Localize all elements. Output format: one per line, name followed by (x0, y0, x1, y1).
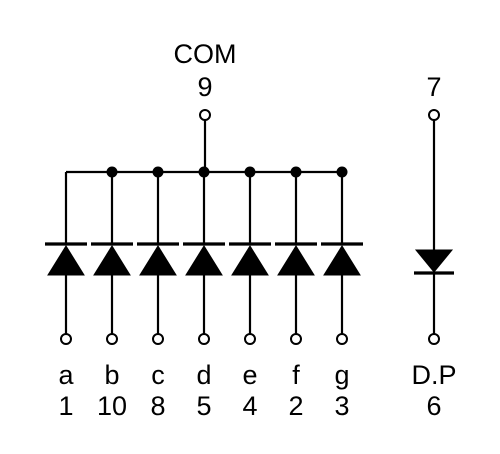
segment-label: a (58, 360, 74, 390)
bus-junction-dot (244, 166, 256, 178)
segment-pin-number: 10 (97, 391, 127, 421)
segment-pin-number: 1 (58, 391, 73, 421)
dp-top-pin-number: 7 (426, 72, 441, 102)
segment-pin-terminal[interactable] (198, 333, 210, 345)
segment-label: b (104, 360, 119, 390)
bus-junction-dot (198, 166, 210, 178)
segment-label: f (292, 360, 300, 390)
segment-diode-symbol (93, 245, 131, 276)
segment-label: g (334, 360, 349, 390)
common-pin-number: 9 (197, 72, 212, 102)
bus-junction-dot (106, 166, 118, 178)
segment-label: e (242, 360, 257, 390)
dp-top-pin-terminal[interactable] (428, 109, 440, 121)
segment-pin-terminal[interactable] (106, 333, 118, 345)
segment-pin-terminal[interactable] (60, 333, 72, 345)
segment-diode-symbol (277, 245, 315, 276)
segment-label: c (151, 360, 165, 390)
segment-pin-terminal[interactable] (290, 333, 302, 345)
dp-bottom-pin-number: 6 (426, 391, 441, 421)
segment-pin-number: 4 (242, 391, 257, 421)
common-label: COM (174, 39, 237, 69)
bus-junction-dot (290, 166, 302, 178)
segment-pin-number: 2 (288, 391, 303, 421)
bus-junction-dot (152, 166, 164, 178)
segment-pin-number: 8 (150, 391, 165, 421)
segment-diode-symbol (231, 245, 269, 276)
segment-diode-symbol (185, 245, 223, 276)
segment-pin-terminal[interactable] (152, 333, 164, 345)
bus-junction-dot (336, 166, 348, 178)
segment-diodes (45, 166, 363, 345)
dp-bottom-pin-terminal[interactable] (428, 333, 440, 345)
segment-pin-terminal[interactable] (336, 333, 348, 345)
segment-diode-symbol (47, 245, 85, 276)
segment-label: d (196, 360, 211, 390)
segment-diode-symbol (139, 245, 177, 276)
common-pin-terminal[interactable] (199, 109, 211, 121)
dp-diode-symbol (414, 249, 454, 273)
segment-pin-terminal[interactable] (244, 333, 256, 345)
segment-pin-number: 5 (196, 391, 211, 421)
segment-pin-number: 3 (334, 391, 349, 421)
dp-label: D.P (411, 360, 456, 390)
segment-diode-symbol (323, 245, 361, 276)
